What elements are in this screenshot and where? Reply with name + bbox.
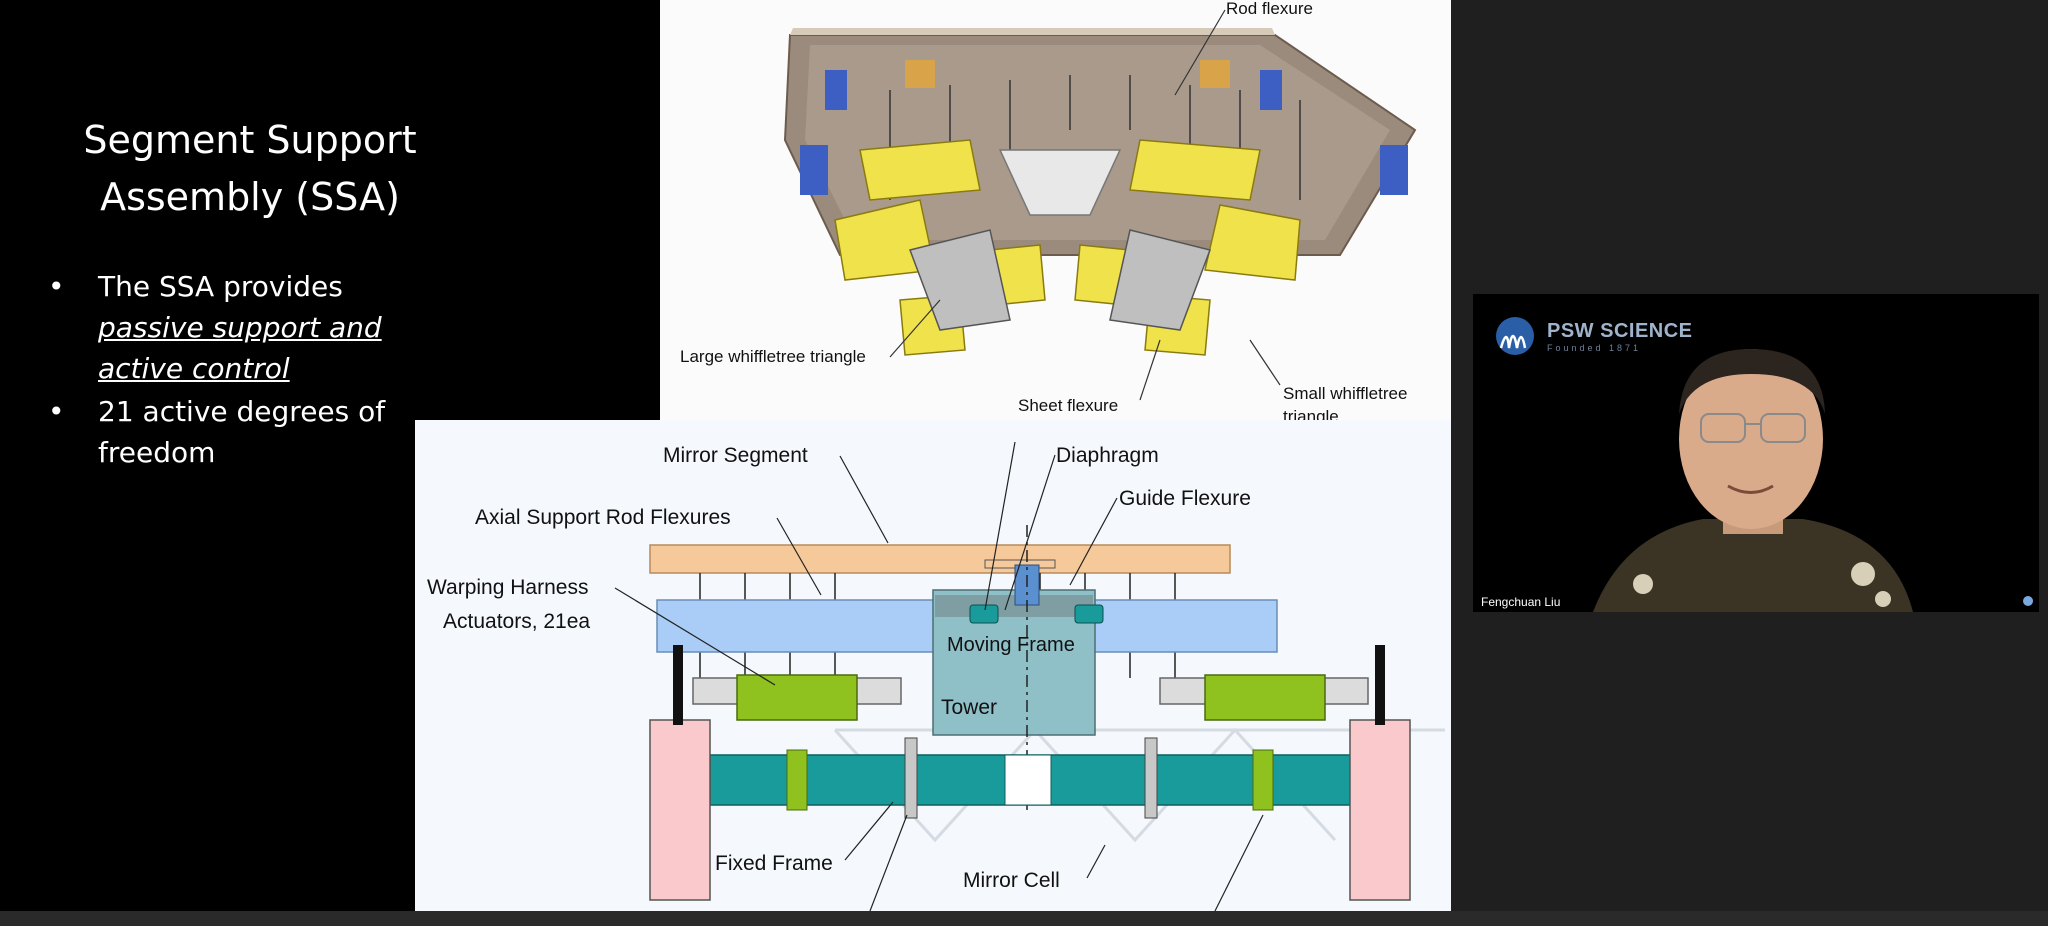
participant-name: Fengchuan Liu xyxy=(1477,594,1565,610)
participant-hair xyxy=(1679,349,1825,414)
warping-actuator xyxy=(736,674,858,721)
label-mirror-cell: Mirror Cell xyxy=(963,869,1060,892)
leader-line xyxy=(839,455,889,544)
actuator-block xyxy=(800,145,828,195)
bullet-marker: • xyxy=(48,395,65,428)
leader-line xyxy=(889,299,941,358)
label-fixed-frame: Fixed Frame xyxy=(715,852,833,875)
brand-logo: PSW SCIENCE Founded 1871 xyxy=(1495,316,1695,356)
bullet-marker: • xyxy=(48,270,65,303)
leader-line xyxy=(1249,339,1281,386)
hex-plate-edge xyxy=(790,28,1275,35)
actuator-block xyxy=(825,70,847,110)
bullet-list: • The SSA provides passive support and a… xyxy=(48,266,428,475)
label-warping-1: Warping Harness xyxy=(427,576,588,599)
label-tower: Tower xyxy=(941,696,997,719)
participant-shirt xyxy=(1593,519,1913,612)
warping-actuator xyxy=(1204,674,1326,721)
leader-line xyxy=(1214,814,1264,911)
ssa-section-drawing: Mirror Segment Diaphragm Guide Flexure A… xyxy=(427,441,1445,911)
brand-name: PSW SCIENCE xyxy=(1547,320,1693,342)
pedestal-post xyxy=(1375,645,1385,725)
diaphragm-connector xyxy=(969,604,999,624)
label-moving-frame: Moving Frame xyxy=(947,634,1075,656)
psw-logo-icon xyxy=(1496,317,1534,355)
support-bolt xyxy=(904,737,918,819)
meeting-bottom-bar xyxy=(0,911,2048,926)
ssa-isometric-drawing: Rod flexure Large whiffletree triangle S… xyxy=(680,0,1417,426)
tower-cap xyxy=(935,595,1093,617)
slide-title: Segment Support Assembly (SSA) xyxy=(40,112,460,226)
bullet-text: freedom xyxy=(98,436,216,469)
leader-line xyxy=(844,801,894,861)
support-bolt xyxy=(1144,737,1158,819)
leader-line xyxy=(1004,454,1056,611)
participant-video-tile[interactable]: PSW SCIENCE Founded 1871 Fengchuan Liu xyxy=(1473,294,2039,612)
label-diaphragm: Diaphragm xyxy=(1056,444,1159,467)
label-small-whiffletree-1: Small whiffletree xyxy=(1283,384,1407,403)
bullet-item: • The SSA provides passive support and a… xyxy=(48,266,428,389)
leader-line xyxy=(1086,844,1106,879)
bullet-emphasis: active control xyxy=(98,352,290,385)
whiffletree-plates xyxy=(834,139,1301,356)
ssa-isometric-figure: Rod flexure Large whiffletree triangle S… xyxy=(660,0,1451,426)
label-warping-2: Actuators, 21ea xyxy=(443,610,590,633)
mirror-segment xyxy=(649,544,1231,574)
leader-line xyxy=(1174,9,1226,96)
presentation-slide: Segment Support Assembly (SSA) • The SSA… xyxy=(0,0,1451,911)
label-guide-flexure: Guide Flexure xyxy=(1119,487,1251,510)
actuator-block xyxy=(1380,145,1408,195)
bullet-emphasis: passive support and xyxy=(98,311,382,344)
bullet-item: • 21 active degrees of freedom xyxy=(48,391,428,473)
actuator-block xyxy=(1200,60,1230,88)
leader-line xyxy=(614,587,776,686)
label-small-whiffletree-2: triangle xyxy=(1283,407,1339,420)
large-whiffletree xyxy=(1109,229,1211,331)
diaphragm-connector xyxy=(1074,604,1104,624)
glasses-icon xyxy=(1700,413,1746,443)
label-rod-flexure: Rod flexure xyxy=(1226,0,1313,18)
leader-line xyxy=(1069,497,1118,586)
pedestal xyxy=(649,719,711,901)
leader-line xyxy=(776,517,822,596)
leader-line xyxy=(1139,339,1161,401)
bullet-text: 21 active degrees of xyxy=(98,395,386,428)
brand-tagline: Founded 1871 xyxy=(1547,343,1642,353)
label-sheet-flexure: Sheet flexure xyxy=(1018,396,1118,415)
leader-line xyxy=(984,441,1016,611)
label-axial-support: Axial Support Rod Flexures xyxy=(475,506,731,529)
audio-indicator-icon xyxy=(2023,596,2033,606)
slide-title-line2: Assembly (SSA) xyxy=(100,175,400,219)
slide-title-line1: Segment Support xyxy=(83,118,417,162)
pedestal-post xyxy=(673,645,683,725)
lateral-flexure xyxy=(786,749,808,811)
center-bracket xyxy=(998,149,1122,216)
participant-face xyxy=(1679,349,1823,529)
ssa-section-figure: Mirror Segment Diaphragm Guide Flexure A… xyxy=(415,420,1451,911)
fixed-frame-gap xyxy=(1004,754,1052,806)
actuator-block xyxy=(905,60,935,88)
label-mirror-segment: Mirror Segment xyxy=(663,444,808,467)
leader-line xyxy=(869,814,908,911)
bullet-text: The SSA provides xyxy=(98,270,343,303)
participant-video-frame xyxy=(1593,349,1913,612)
pedestal xyxy=(1349,719,1411,901)
label-large-whiffletree: Large whiffletree triangle xyxy=(680,347,866,366)
lateral-flexure xyxy=(1252,749,1274,811)
actuator-block xyxy=(1260,70,1282,110)
